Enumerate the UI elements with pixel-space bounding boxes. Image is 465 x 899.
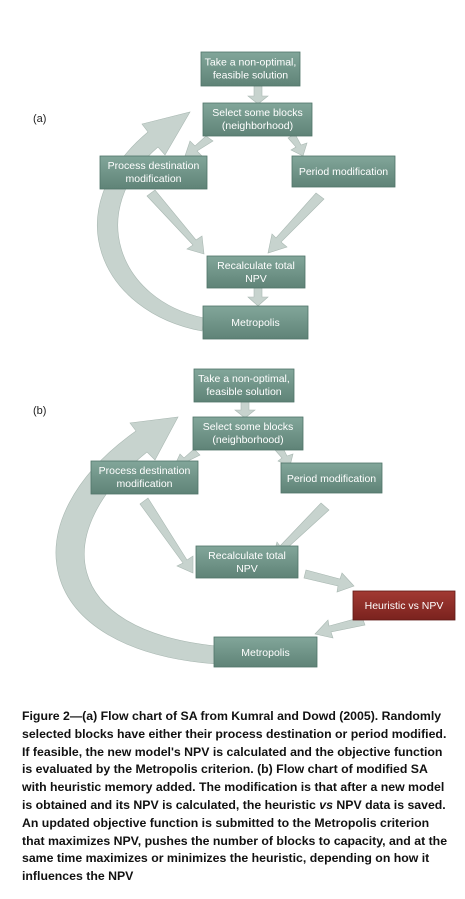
node-a-select-line1: Select some blocks bbox=[212, 107, 302, 119]
node-b-process: Process destination modification bbox=[90, 460, 199, 495]
node-b-select-line1: Select some blocks bbox=[203, 421, 293, 433]
node-a-period: Period modification bbox=[291, 155, 396, 188]
arrow-b-start-to-select bbox=[234, 401, 256, 419]
caption-part2: NPV data is saved. An updated objective … bbox=[22, 797, 448, 884]
node-a-recalc-line2: NPV bbox=[245, 273, 267, 285]
flowchart-figure: (a) Take a non-optimal, feasible solutio… bbox=[33, 51, 456, 668]
arrow-metropolis-loop-back bbox=[97, 111, 205, 332]
node-a-metropolis-line1: Metropolis bbox=[231, 317, 279, 329]
node-a-process-line1: Process destination bbox=[108, 160, 200, 172]
caption-prefix: Figure 2— bbox=[22, 709, 83, 723]
node-a-recalc-line1: Recalculate total bbox=[217, 260, 295, 272]
caption-part1: (a) Flow chart of SA from Kumral and Dow… bbox=[22, 709, 447, 812]
arrow-process-to-recalc bbox=[146, 189, 205, 255]
node-b-process-line1: Process destination bbox=[99, 465, 191, 477]
node-b-select-line2: (neighborhood) bbox=[212, 434, 283, 446]
caption-vs: vs bbox=[319, 797, 333, 812]
node-b-start: Take a non-optimal, feasible solution bbox=[193, 368, 295, 403]
panel-b-label: (b) bbox=[33, 405, 46, 417]
node-a-process: Process destination modification bbox=[99, 155, 208, 190]
node-b-recalc-line2: NPV bbox=[236, 563, 258, 575]
node-b-heuristic: Heuristic vs NPV bbox=[352, 590, 456, 621]
panel-b: (b) Take a non-optimal, feasible solutio… bbox=[33, 368, 456, 668]
arrow-select-to-process bbox=[184, 135, 214, 157]
node-a-recalc: Recalculate total NPV bbox=[206, 255, 306, 289]
node-a-process-line2: modification bbox=[125, 173, 181, 185]
node-a-metropolis: Metropolis bbox=[202, 305, 309, 340]
node-a-select-line2: (neighborhood) bbox=[222, 120, 293, 132]
node-b-recalc-line1: Recalculate total bbox=[208, 550, 286, 562]
node-a-period-line1: Period modification bbox=[299, 166, 388, 178]
node-b-metropolis-line1: Metropolis bbox=[241, 647, 289, 659]
node-b-start-line1: Take a non-optimal, bbox=[198, 373, 290, 385]
node-b-select: Select some blocks (neighborhood) bbox=[192, 416, 304, 451]
arrow-recalc-to-metropolis bbox=[247, 287, 269, 307]
node-a-select: Select some blocks (neighborhood) bbox=[202, 102, 313, 137]
panel-a: (a) Take a non-optimal, feasible solutio… bbox=[33, 51, 396, 340]
node-b-period: Period modification bbox=[280, 462, 383, 494]
arrow-b-process-to-recalc bbox=[139, 497, 194, 574]
arrow-period-to-recalc bbox=[267, 192, 325, 254]
node-a-start: Take a non-optimal, feasible solution bbox=[200, 51, 301, 87]
arrow-b-heuristic-to-metropolis bbox=[314, 616, 366, 639]
node-b-process-line2: modification bbox=[116, 478, 172, 490]
node-b-recalc: Recalculate total NPV bbox=[195, 545, 299, 579]
arrow-b-recalc-to-heuristic bbox=[303, 569, 355, 593]
arrow-select-to-period bbox=[287, 133, 308, 157]
panel-a-label: (a) bbox=[33, 113, 46, 125]
node-b-metropolis: Metropolis bbox=[213, 636, 318, 668]
node-b-heuristic-line1: Heuristic vs NPV bbox=[365, 600, 444, 612]
figure-caption: Figure 2—(a) Flow chart of SA from Kumra… bbox=[22, 708, 452, 886]
node-a-start-line1: Take a non-optimal, bbox=[205, 57, 297, 69]
node-a-start-line2: feasible solution bbox=[213, 70, 288, 82]
node-b-period-line1: Period modification bbox=[287, 473, 376, 485]
arrow-start-to-select bbox=[247, 85, 269, 105]
node-b-start-line2: feasible solution bbox=[206, 386, 281, 398]
